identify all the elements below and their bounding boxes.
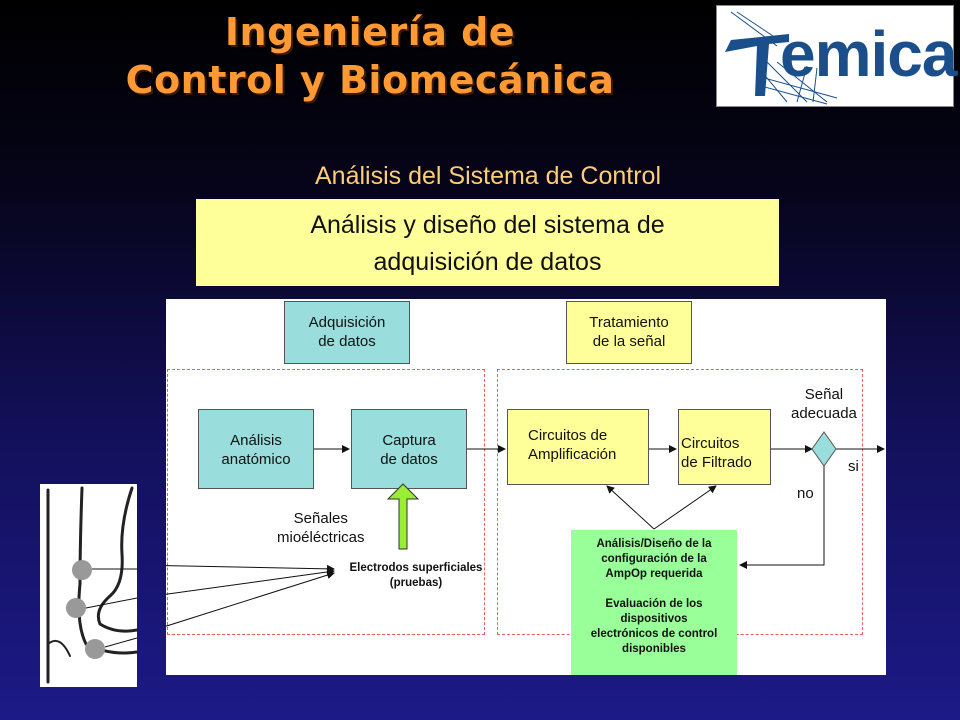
label-electrodos-line-1: Electrodos superficiales bbox=[349, 562, 483, 574]
label-electrodos-line-2: (pruebas) bbox=[389, 577, 443, 589]
label-si: si bbox=[848, 458, 859, 475]
box-filtrado-line-1: Circuitos bbox=[681, 435, 740, 452]
box-captura-line-1: Captura bbox=[382, 432, 436, 449]
box-tratamiento: Tratamiento de la señal bbox=[566, 301, 692, 364]
box-analisis-line-2: anatómico bbox=[221, 451, 291, 468]
section-subtitle: Análisis del Sistema de Control bbox=[315, 162, 661, 190]
label-senales-line-2: mioéléctricas bbox=[277, 529, 365, 546]
arm-sketch bbox=[40, 484, 139, 687]
dashed-region-acquisition bbox=[167, 369, 485, 635]
box-circuitos-filtrado: Circuitos de Filtrado bbox=[678, 409, 771, 485]
label-senales-mioelectricas: Señales mioéléctricas bbox=[277, 509, 365, 547]
topic-banner: Análisis y diseño del sistema de adquisi… bbox=[196, 199, 779, 286]
box-analisis-diseno: Análisis/Diseño de la configuración de l… bbox=[571, 530, 737, 675]
diseno-line-1: Análisis/Diseño de la bbox=[596, 538, 712, 550]
diseno-line-2: configuración de la bbox=[601, 553, 707, 565]
electrode-2 bbox=[66, 598, 86, 618]
label-senal-line-2: adecuada bbox=[791, 405, 857, 422]
box-amplif-line-2: Amplificación bbox=[528, 446, 617, 463]
box-adquisicion-line-1: Adquisición bbox=[308, 314, 386, 331]
block-diagram: Adquisición de datos Tratamiento de la s… bbox=[166, 299, 886, 675]
label-senales-line-1: Señales bbox=[293, 510, 348, 527]
box-analisis-line-1: Análisis bbox=[230, 432, 282, 449]
diseno-line-3: AmpOp requerida bbox=[605, 568, 703, 580]
up-arrow-icon bbox=[386, 483, 420, 550]
box-tratamiento-line-2: de la señal bbox=[592, 333, 666, 350]
box-captura-line-2: de datos bbox=[380, 451, 438, 468]
arrow-diseno-filtrado bbox=[653, 485, 717, 530]
logo-mesh-icon bbox=[725, 11, 838, 105]
box-adquisicion-line-2: de datos bbox=[318, 333, 376, 350]
electrode-line-3 bbox=[166, 571, 335, 627]
emica-logo: emica bbox=[716, 5, 957, 107]
banner-line-2: adquisición de datos bbox=[373, 248, 602, 276]
box-tratamiento-line-1: Tratamiento bbox=[589, 314, 669, 331]
label-no: no bbox=[797, 485, 814, 502]
decision-diamond bbox=[811, 431, 837, 467]
title-line-2: Control y Biomecánica bbox=[125, 58, 615, 102]
label-senal-adecuada: Señal adecuada bbox=[791, 385, 857, 423]
electrode-line-2 bbox=[166, 567, 335, 595]
diseno-line-7: electrónicos de control bbox=[590, 628, 718, 640]
box-filtrado-line-2: de Filtrado bbox=[681, 454, 752, 471]
label-electrodos: Electrodos superficiales (pruebas) bbox=[336, 561, 496, 591]
label-senal-line-1: Señal bbox=[804, 386, 844, 403]
page-title: Ingeniería de Control y Biomecánica bbox=[60, 8, 680, 104]
arrow-diseno-amplif bbox=[606, 485, 655, 530]
title-line-1: Ingeniería de bbox=[224, 10, 516, 54]
electrode-line-1 bbox=[166, 564, 335, 573]
arrow-decision-no bbox=[739, 461, 825, 569]
box-analisis-anatomico: Análisis anatómico bbox=[198, 409, 314, 489]
box-adquisicion: Adquisición de datos bbox=[284, 301, 410, 364]
electrode-1 bbox=[72, 560, 92, 580]
diseno-line-5: Evaluación de los bbox=[605, 598, 703, 610]
diseno-line-8: disponibles bbox=[622, 643, 686, 655]
electrode-3 bbox=[85, 639, 105, 659]
box-captura-datos: Captura de datos bbox=[351, 409, 467, 489]
logo-wordmark: emica bbox=[780, 18, 957, 90]
box-amplif-line-1: Circuitos de bbox=[528, 427, 608, 444]
box-circuitos-amplificacion: Circuitos de Amplificación bbox=[507, 409, 649, 485]
diseno-line-6: dispositivos bbox=[620, 613, 688, 625]
banner-line-1: Análisis y diseño del sistema de bbox=[310, 211, 665, 239]
diagram-connectors bbox=[166, 431, 885, 627]
arm-outline-icon bbox=[46, 486, 139, 684]
